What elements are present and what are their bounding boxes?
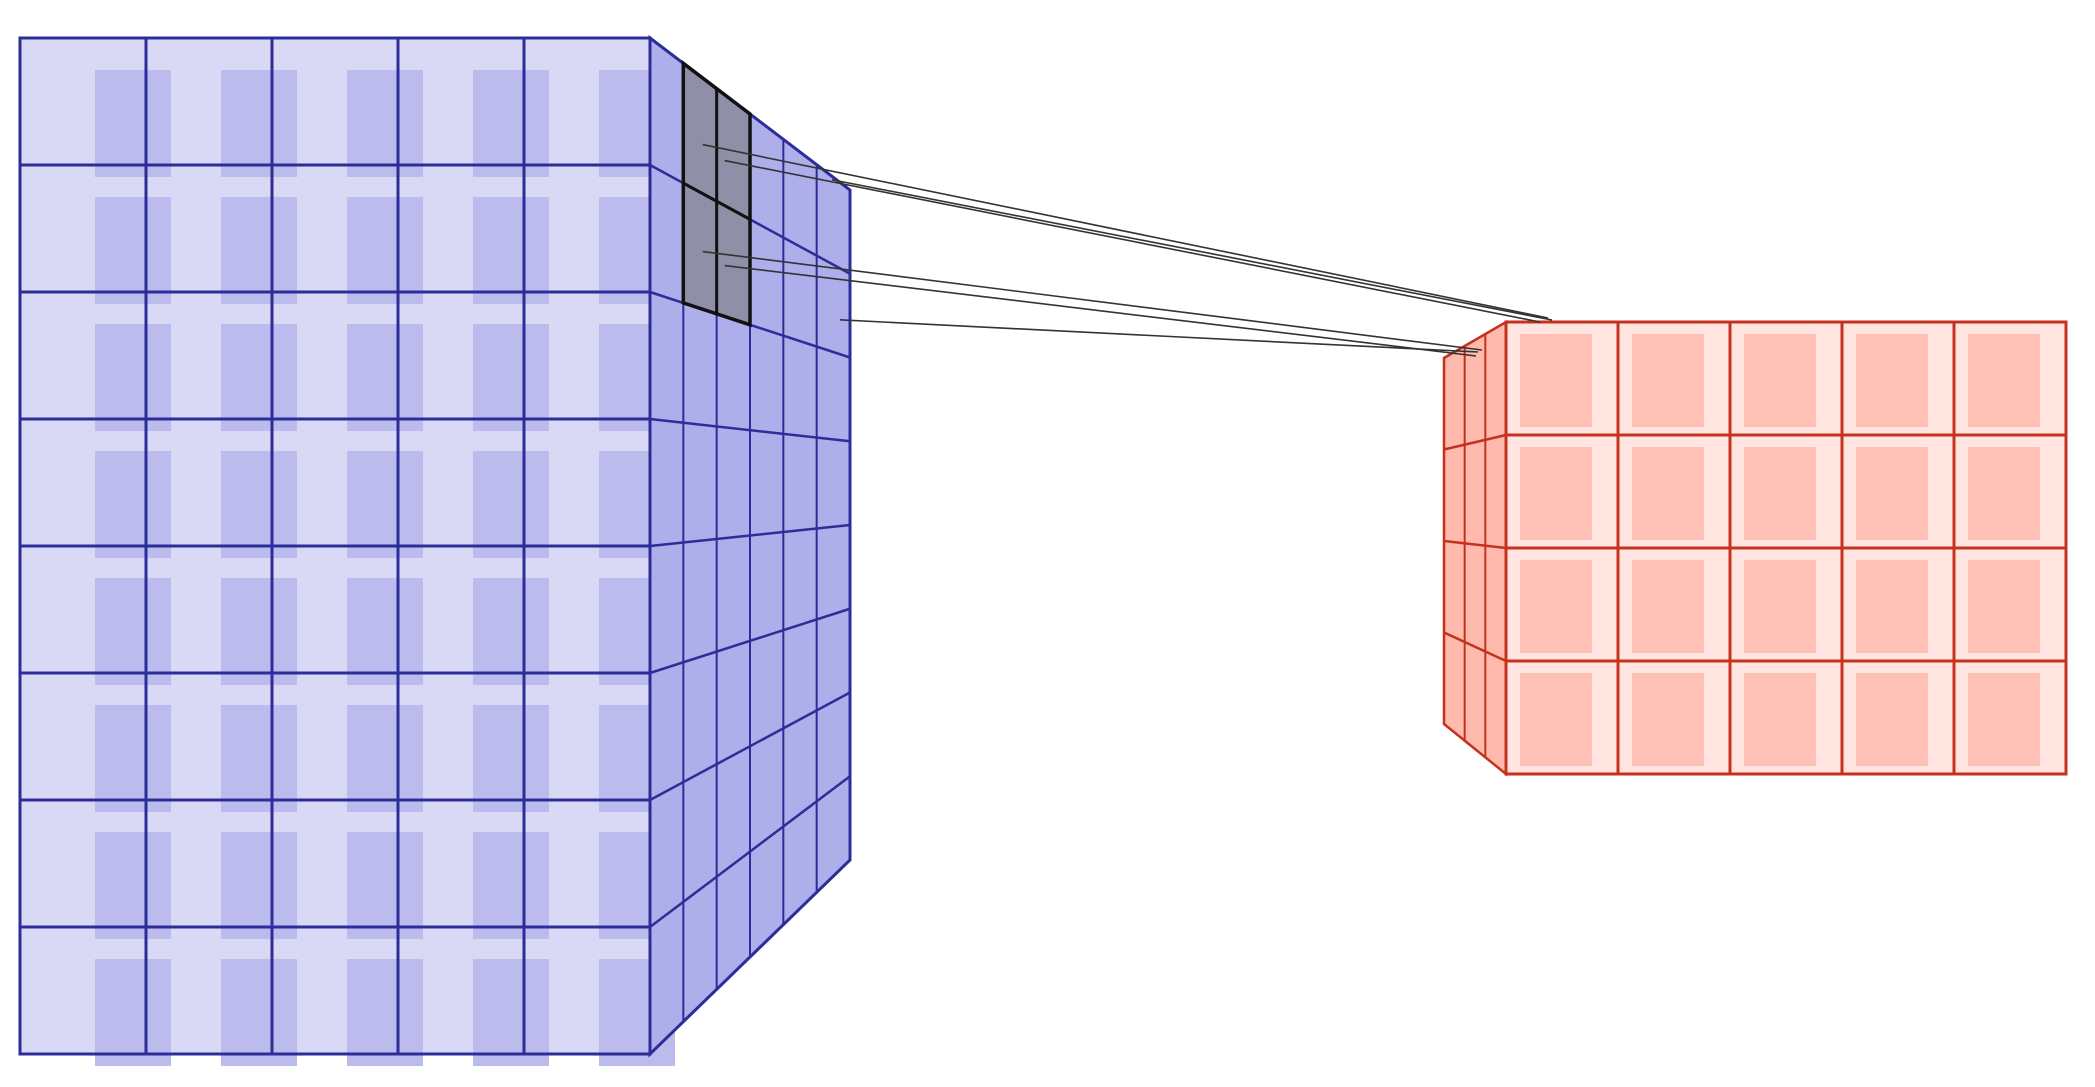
input-front-cell — [396, 163, 526, 294]
output-front-cell — [1840, 320, 1956, 437]
output-front-cell — [1616, 546, 1732, 663]
input-front-cell — [522, 290, 652, 421]
input-front-cell — [270, 36, 400, 167]
input-front-cell — [396, 925, 526, 1056]
output-feature-volume — [1442, 319, 2068, 777]
input-front-cell — [396, 417, 526, 548]
output-front-cell — [1728, 659, 1844, 776]
input-front-cell — [18, 798, 148, 929]
input-side-row-line — [649, 691, 851, 802]
output-front-cell — [1504, 659, 1620, 776]
connector-line — [724, 264, 1477, 357]
pooling-window — [681, 59, 752, 328]
connector-line — [724, 159, 1541, 323]
input-front-cell — [522, 925, 652, 1056]
output-front-cell — [1840, 546, 1956, 663]
connector-line — [831, 178, 1553, 321]
input-volume-front-face — [18, 36, 652, 1056]
input-side-row-line — [649, 775, 851, 928]
input-front-cell — [18, 163, 148, 294]
input-front-cell — [522, 417, 652, 548]
input-front-cell — [396, 798, 526, 929]
input-front-cell — [522, 798, 652, 929]
input-front-cell — [144, 671, 274, 802]
output-side-row-line — [1443, 539, 1507, 550]
input-front-cell — [144, 544, 274, 675]
connector-line — [839, 319, 1479, 353]
input-front-cell — [270, 417, 400, 548]
output-front-cell — [1728, 320, 1844, 437]
connector-line — [702, 250, 1483, 351]
input-front-cell — [270, 544, 400, 675]
input-front-cell — [270, 163, 400, 294]
input-front-cell — [396, 671, 526, 802]
input-front-cell — [270, 671, 400, 802]
output-front-cell — [1952, 546, 2068, 663]
input-front-cell — [18, 671, 148, 802]
input-front-cell — [18, 36, 148, 167]
input-side-row-line — [649, 523, 851, 548]
output-front-cell — [1840, 659, 1956, 776]
output-front-cell — [1728, 433, 1844, 550]
output-front-cell — [1504, 433, 1620, 550]
output-front-cell — [1616, 659, 1732, 776]
input-front-cell — [144, 36, 274, 167]
input-side-row-line — [649, 607, 851, 675]
input-side-row-line — [649, 417, 851, 443]
output-volume-front-face — [1504, 320, 2068, 776]
input-front-cell — [144, 163, 274, 294]
connector-line — [702, 143, 1549, 319]
pool-window-divider — [682, 181, 751, 221]
output-side-row-line — [1443, 433, 1507, 451]
output-front-cell — [1616, 320, 1732, 437]
output-front-cell — [1952, 433, 2068, 550]
input-front-cell — [522, 671, 652, 802]
input-front-cell — [18, 925, 148, 1056]
input-front-cell — [144, 925, 274, 1056]
input-feature-volume — [18, 34, 852, 1066]
input-front-cell — [522, 36, 652, 167]
input-front-cell — [144, 290, 274, 421]
output-front-cell — [1728, 546, 1844, 663]
input-front-cell — [144, 417, 274, 548]
input-front-cell — [18, 290, 148, 421]
output-front-cell — [1504, 546, 1620, 663]
input-front-cell — [18, 544, 148, 675]
input-front-cell — [522, 544, 652, 675]
connector-lines — [702, 143, 1553, 357]
input-front-cell — [270, 290, 400, 421]
input-front-cell — [396, 544, 526, 675]
input-front-cell — [18, 417, 148, 548]
input-front-cell — [270, 798, 400, 929]
output-front-cell — [1616, 433, 1732, 550]
output-front-cell — [1840, 433, 1956, 550]
output-front-cell — [1952, 320, 2068, 437]
input-front-cell — [144, 798, 274, 929]
input-front-cell — [396, 36, 526, 167]
input-front-cell — [522, 163, 652, 294]
input-front-cell — [270, 925, 400, 1056]
input-front-cell — [396, 290, 526, 421]
output-front-cell — [1952, 659, 2068, 776]
output-front-cell — [1504, 320, 1620, 437]
output-side-row-line — [1443, 631, 1507, 663]
output-volume-side-face — [1442, 319, 1508, 777]
